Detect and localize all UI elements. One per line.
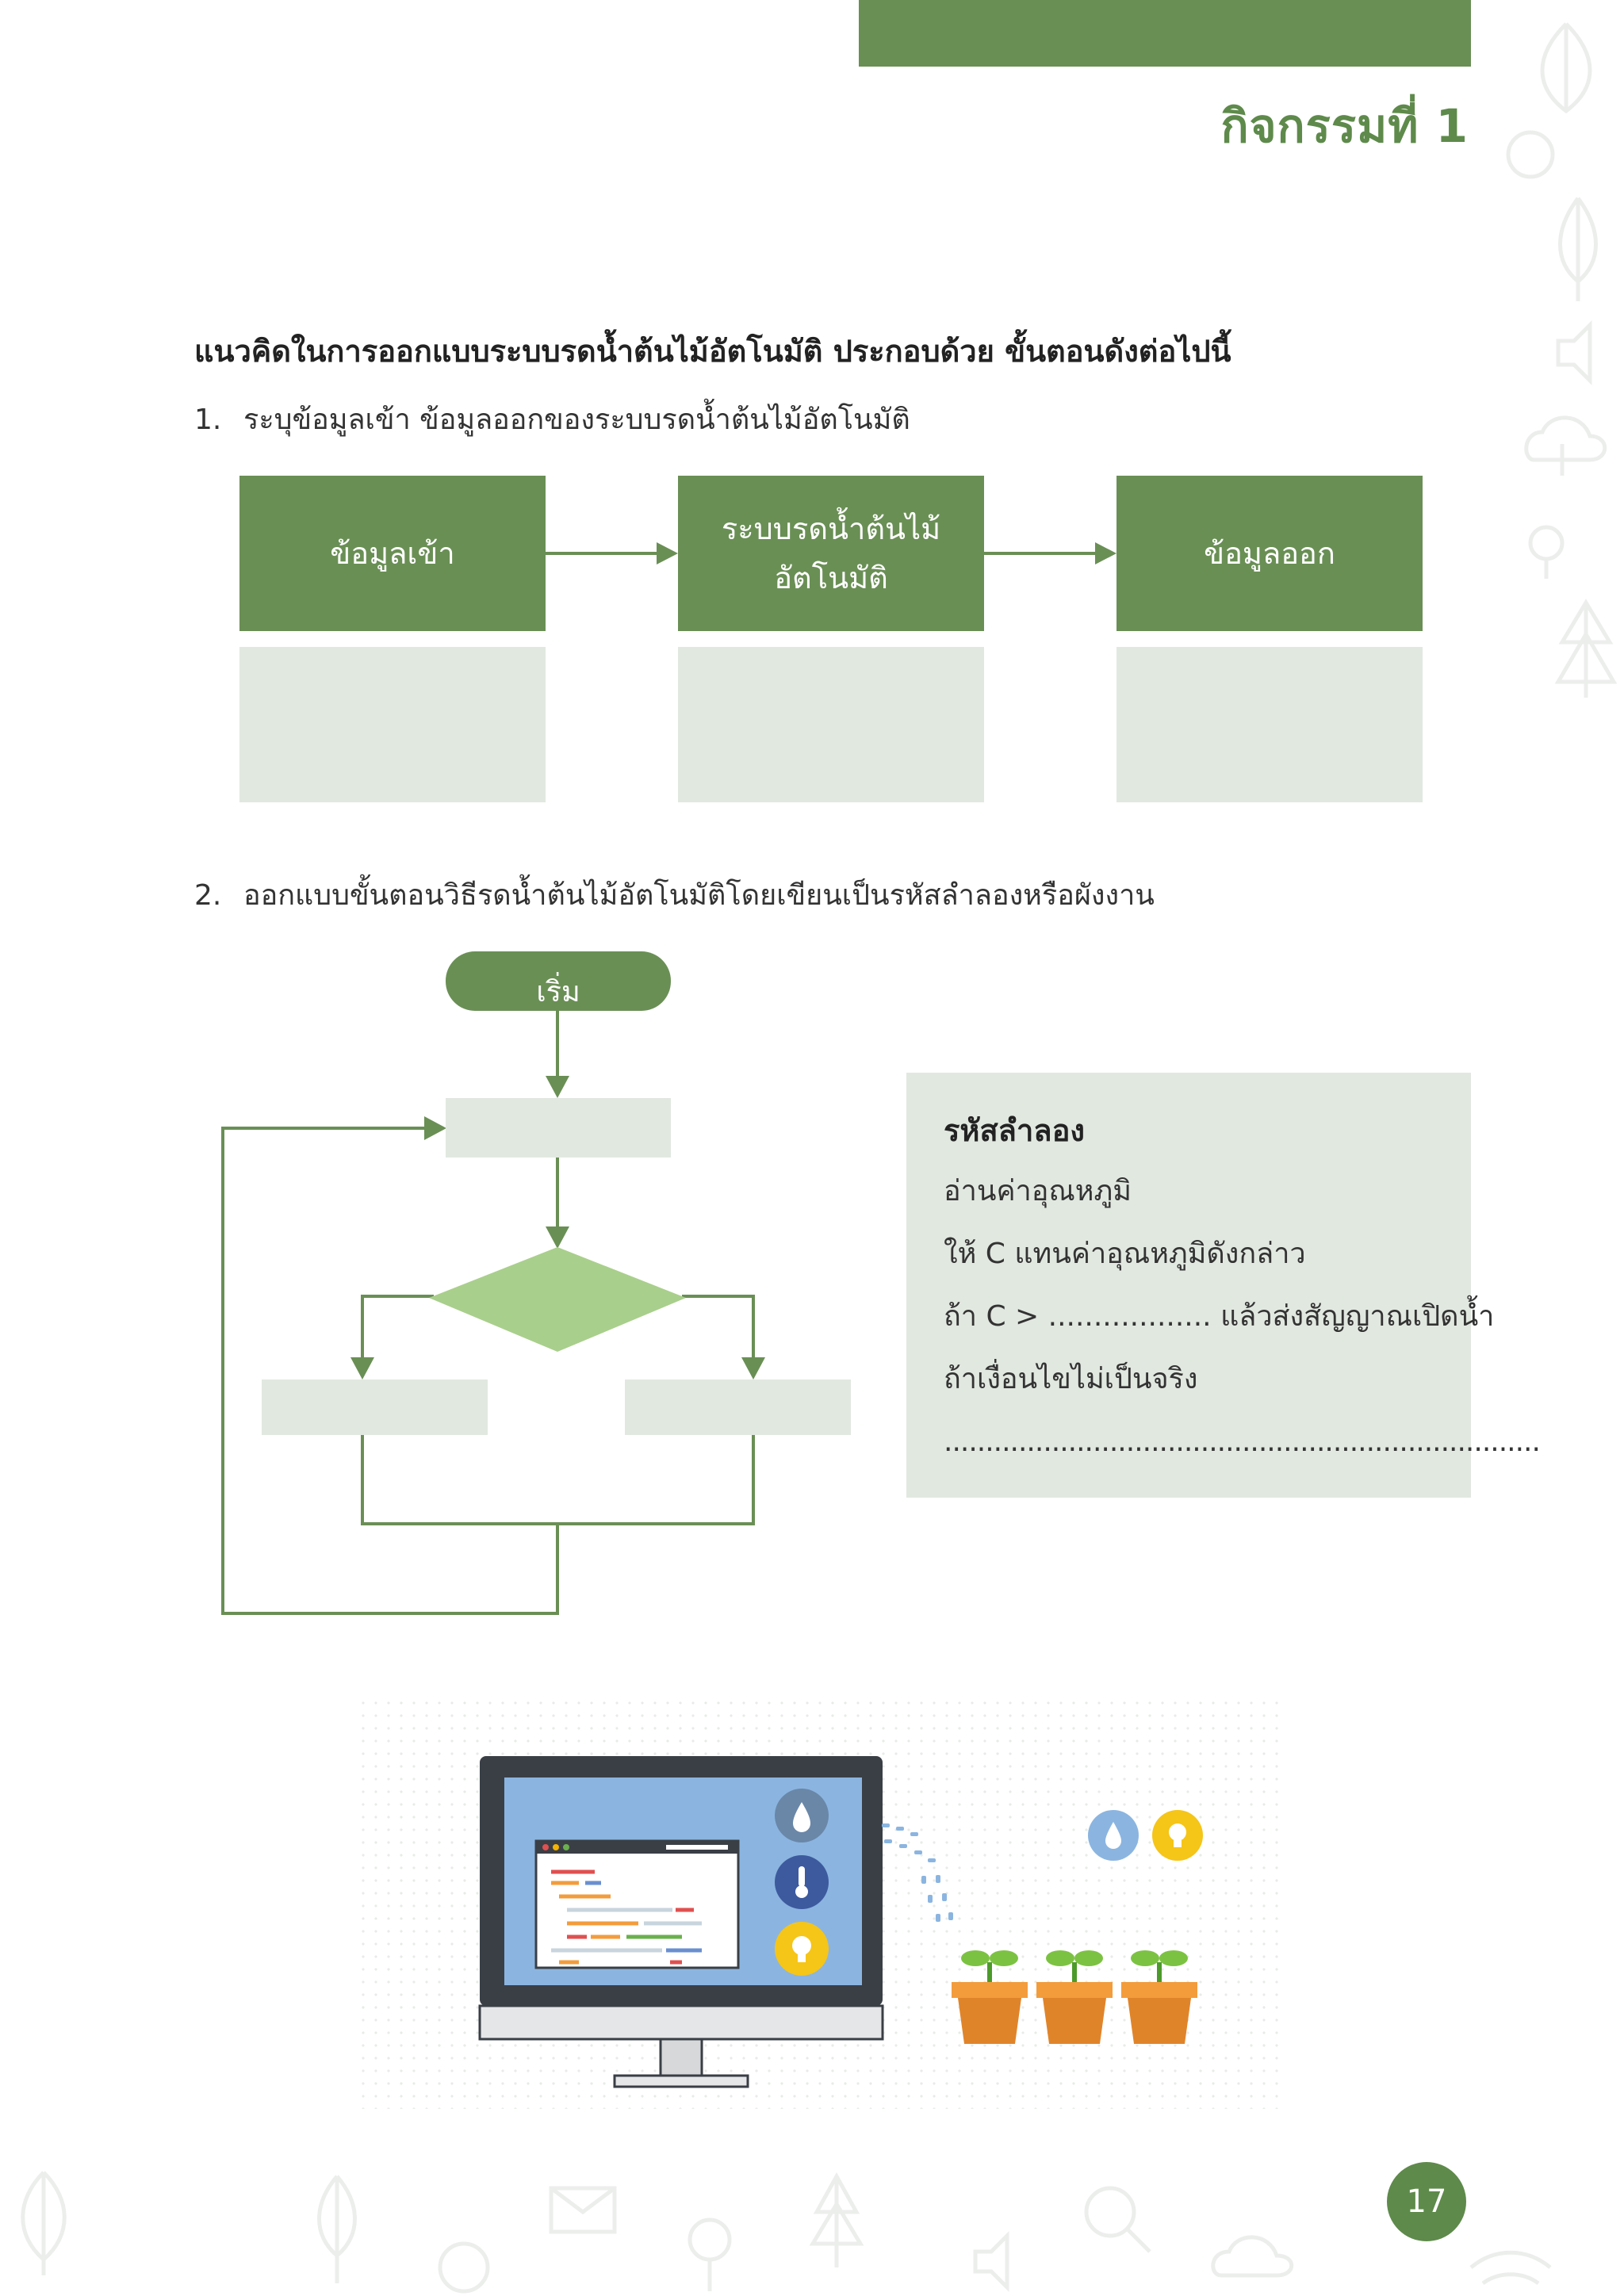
tree-icon: [688, 2218, 732, 2262]
output-answer-box[interactable]: [1116, 647, 1423, 802]
monitor-base: [613, 2074, 749, 2088]
leaf-icon: [21, 2171, 67, 2275]
arrow-head: [350, 1357, 374, 1380]
input-box-header: ข้อมูลเข้า: [239, 476, 546, 631]
cloud-upload-icon: [1524, 415, 1607, 476]
pseudocode-line[interactable]: ถ้า C > .................. แล้วส่งสัญญาณ…: [944, 1300, 1495, 1333]
arrow-head: [424, 1116, 446, 1140]
input-answer-box[interactable]: [239, 647, 546, 802]
start-terminal: [446, 951, 671, 1011]
start-label: เริ่ม: [536, 976, 580, 1008]
pseudocode-line: อ่านค่าอุณหภูมิ: [944, 1175, 1132, 1207]
pine-icon: [809, 2172, 864, 2267]
plant-pots: [952, 1950, 1197, 2044]
step-text: ออกแบบขั้นตอนวิธีรดน้ำต้นไม้อัตโนมัติโดย…: [243, 879, 1155, 912]
plant-pot: [1036, 1950, 1113, 2044]
arrow-head: [741, 1357, 765, 1380]
output-box-header: ข้อมูลออก: [1116, 476, 1423, 631]
step-2: 2. ออกแบบขั้นตอนวิธีรดน้ำต้นไม้อัตโนมัติโ…: [194, 872, 1155, 917]
refresh-icon: [438, 2241, 490, 2294]
activity-title: กิจกรรมที่ 1: [1220, 99, 1469, 153]
no-branch-box: [625, 1380, 851, 1435]
step-1: 1. ระบุข้อมูลเข้า ข้อมูลออกของระบบรดน้ำต้…: [194, 396, 910, 442]
arrow-head: [1095, 542, 1116, 564]
leaf-icon: [317, 2175, 357, 2283]
speaker-icon: [1556, 320, 1592, 386]
leaf-icon: [1558, 197, 1598, 301]
speaker-icon: [973, 2230, 1009, 2293]
flowchart: [221, 951, 851, 1615]
envelope-icon: [549, 2186, 617, 2234]
step-number: 2.: [194, 879, 222, 912]
step-number: 1.: [194, 404, 222, 436]
plant-pot: [952, 1950, 1028, 2044]
page-number: 17: [1387, 2162, 1466, 2241]
arrow-head: [546, 1226, 569, 1249]
wifi-icon: [1469, 2250, 1552, 2286]
arrow-head: [546, 1076, 569, 1098]
magnifier-icon: [1084, 2186, 1136, 2238]
tree-icon: [1528, 525, 1565, 561]
monitor-chin: [478, 2004, 884, 2041]
pseudocode-box: [906, 1073, 1471, 1498]
cloud-upload-icon: [1211, 2235, 1294, 2278]
pseudocode-line: ให้ C แทนค่าอุณหภูมิดังกล่าว: [944, 1238, 1306, 1270]
header-bar: [859, 0, 1471, 67]
intro-heading: แนวคิดในการออกแบบระบบรดน้ำต้นไม้อัตโนมัต…: [194, 334, 1231, 369]
pseudocode-answer-line[interactable]: ........................................…: [944, 1425, 1541, 1458]
io-arrows: [546, 542, 1116, 564]
plant-pot: [1121, 1950, 1197, 2044]
pseudocode-title: รหัสลำลอง: [944, 1113, 1085, 1148]
decision-diamond: [429, 1247, 686, 1352]
leaf-icon: [1540, 22, 1592, 114]
code-window: [534, 1839, 740, 1969]
yes-branch-box: [262, 1380, 488, 1435]
arrow-head: [657, 542, 678, 564]
pine-icon: [1554, 599, 1618, 698]
water-spray: [882, 1823, 953, 1922]
pseudocode-line: ถ้าเงื่อนไขไม่เป็นจริง: [944, 1363, 1198, 1395]
step-text: ระบุข้อมูลเข้า ข้อมูลออกของระบบรดน้ำต้นไ…: [243, 404, 910, 436]
system-box-header: ระบบรดน้ำต้นไม้ อัตโนมัติ: [678, 476, 984, 631]
watering-illustration: [357, 1697, 1285, 2109]
monitor-stand: [659, 2038, 703, 2077]
monitor: [478, 1756, 884, 2088]
refresh-icon: [1506, 130, 1555, 179]
process-box: [446, 1098, 671, 1158]
system-answer-box[interactable]: [678, 647, 984, 802]
